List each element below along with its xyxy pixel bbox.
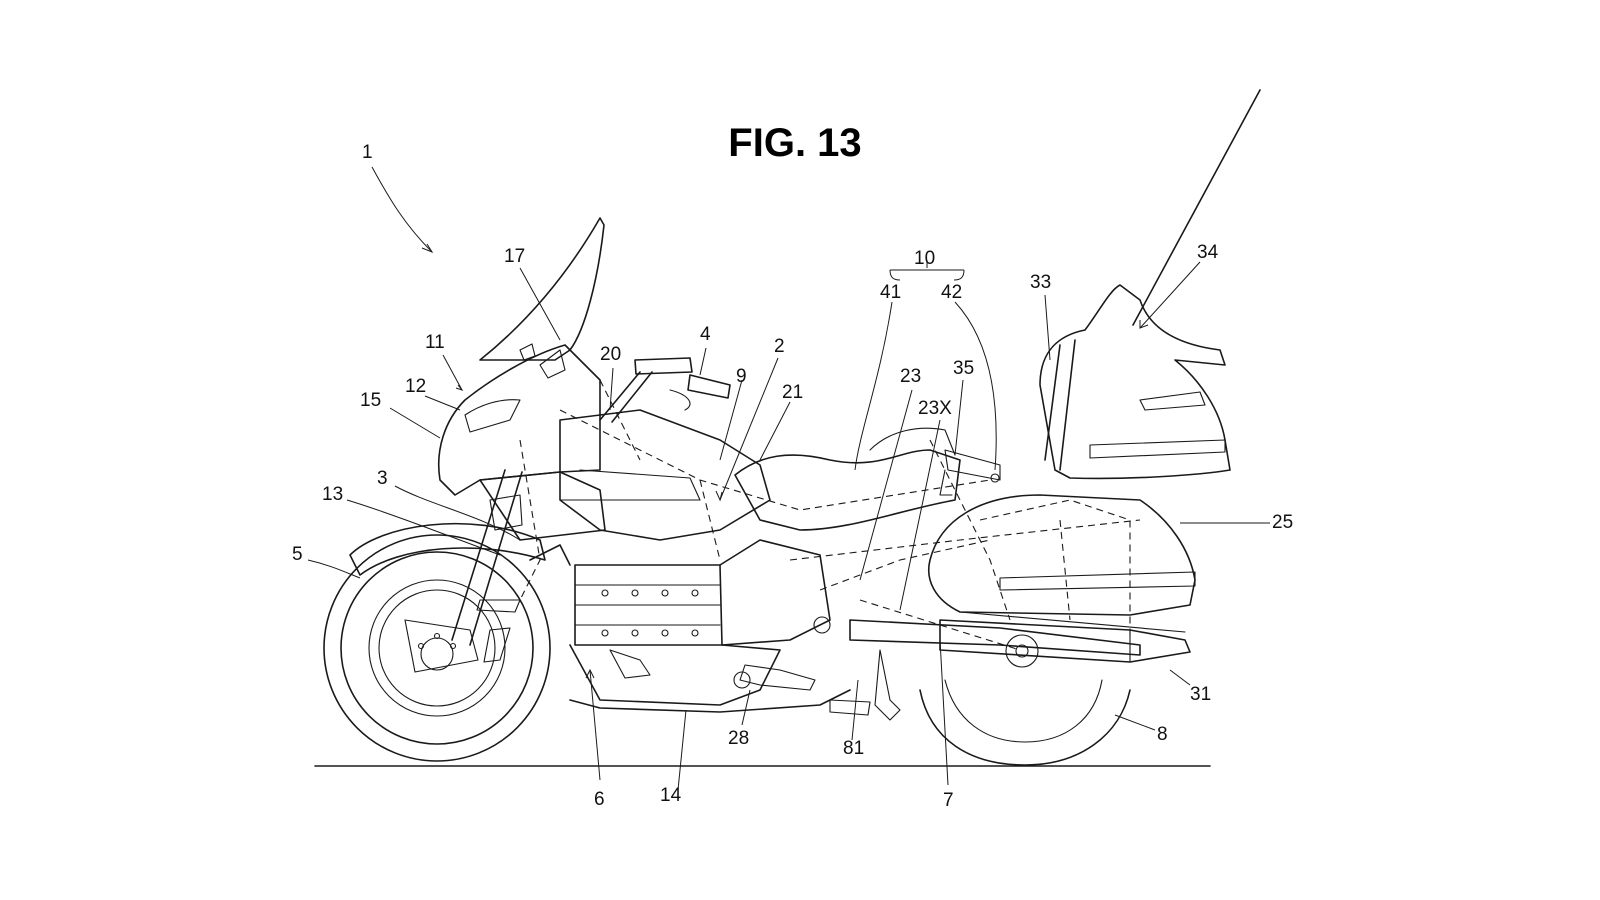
label-13: 13 [322, 484, 343, 505]
label-6: 6 [594, 789, 605, 810]
frame-hidden-lines [519, 379, 1141, 651]
label-12: 12 [405, 376, 426, 397]
label-28: 28 [728, 728, 749, 749]
label-17: 17 [504, 246, 525, 267]
label-42: 42 [941, 282, 962, 303]
reference-labels: 1 2 3 4 5 6 7 8 9 10 11 12 13 14 15 17 2… [292, 142, 1293, 811]
leader-lines [307, 166, 1270, 791]
label-14: 14 [660, 785, 682, 806]
label-11: 11 [425, 332, 445, 353]
footrests [733, 649, 901, 721]
saddlebag [928, 494, 1196, 633]
handlebar [599, 357, 731, 423]
rear-wheel [919, 634, 1131, 766]
label-15: 15 [360, 390, 381, 411]
label-8: 8 [1157, 724, 1168, 745]
front-fork [451, 469, 523, 663]
label-1: 1 [362, 142, 373, 163]
label-31: 31 [1190, 684, 1211, 705]
under-fairing [569, 689, 851, 713]
trunk [1039, 284, 1231, 480]
label-7: 7 [943, 790, 954, 811]
seat [734, 427, 961, 531]
label-25: 25 [1272, 512, 1293, 533]
windscreen [479, 217, 605, 361]
label-3: 3 [377, 468, 388, 489]
label-5: 5 [292, 544, 303, 565]
swing-arm [849, 619, 1141, 656]
label-23: 23 [900, 366, 921, 387]
label-9: 9 [736, 366, 747, 387]
muffler [939, 619, 1191, 663]
front-wheel [323, 534, 551, 762]
antenna [1132, 89, 1261, 326]
upper-body [479, 409, 771, 541]
label-23x: 23X [918, 398, 952, 419]
pillion-grip [939, 449, 1001, 496]
label-81: 81 [843, 738, 864, 759]
front-fender [349, 522, 546, 576]
label-4: 4 [700, 324, 711, 345]
label-10: 10 [914, 248, 935, 269]
engine [529, 539, 831, 706]
front-fairing [437, 343, 601, 496]
label-2: 2 [774, 336, 785, 357]
label-41: 41 [880, 282, 901, 303]
figure-title: FIG. 13 [728, 121, 861, 165]
label-33: 33 [1030, 272, 1051, 293]
label-35: 35 [953, 358, 974, 379]
label-21: 21 [782, 382, 803, 403]
label-34: 34 [1197, 242, 1219, 263]
label-20: 20 [600, 344, 621, 365]
